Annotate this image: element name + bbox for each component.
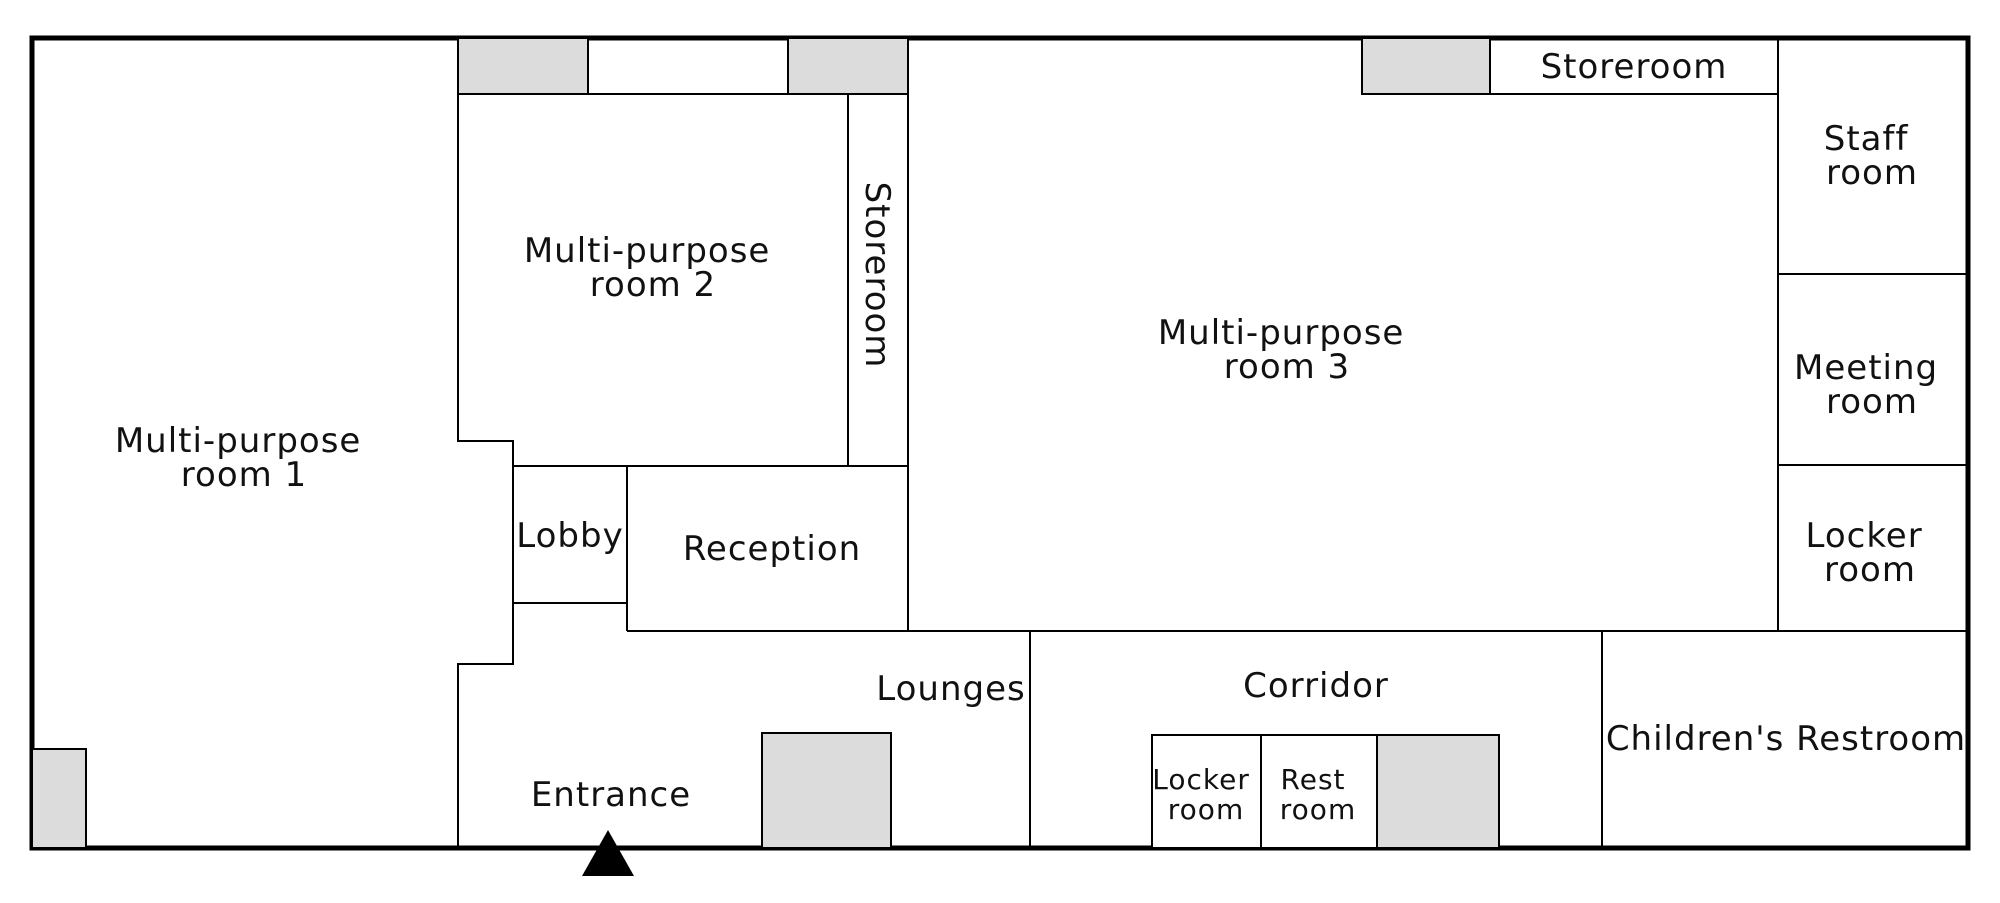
label-storeroom-vertical: Storeroom <box>857 182 897 369</box>
label-lobby: Lobby <box>516 516 623 556</box>
label-locker-room-right: Locker room <box>1805 516 1934 590</box>
label-mpr2: Multi-purpose room 2 <box>524 231 782 305</box>
label-childrens-restroom: Children's Restroom <box>1606 719 1966 759</box>
label-entrance: Entrance <box>531 775 691 815</box>
label-mpr1: Multi-purpose room 1 <box>115 421 373 495</box>
label-meeting-room: Meeting room <box>1794 348 1950 422</box>
fixture-mpr3-top <box>1361 37 1491 95</box>
label-lounges: Lounges <box>876 669 1025 709</box>
fixture-mpr2-right <box>787 37 909 95</box>
label-staff-room: Staff room <box>1824 119 1921 193</box>
outer-wall <box>29 35 1971 851</box>
label-reception: Reception <box>683 529 861 569</box>
label-storeroom-top: Storeroom <box>1541 47 1728 87</box>
fixture-lounges <box>761 732 892 849</box>
fixture-corridor <box>1376 734 1500 849</box>
label-locker-room-small: Locker room <box>1152 763 1260 826</box>
room-locker-small <box>1151 734 1262 849</box>
wall-mpr1-right <box>457 38 514 848</box>
triangle-up-icon <box>582 830 634 876</box>
label-mpr3: Multi-purpose room 3 <box>1158 313 1416 387</box>
label-rest-room: Rest room <box>1280 763 1356 826</box>
fixture-mpr2-left <box>457 37 589 95</box>
fixture-mpr1-corner <box>31 748 87 849</box>
label-corridor: Corridor <box>1243 666 1389 706</box>
